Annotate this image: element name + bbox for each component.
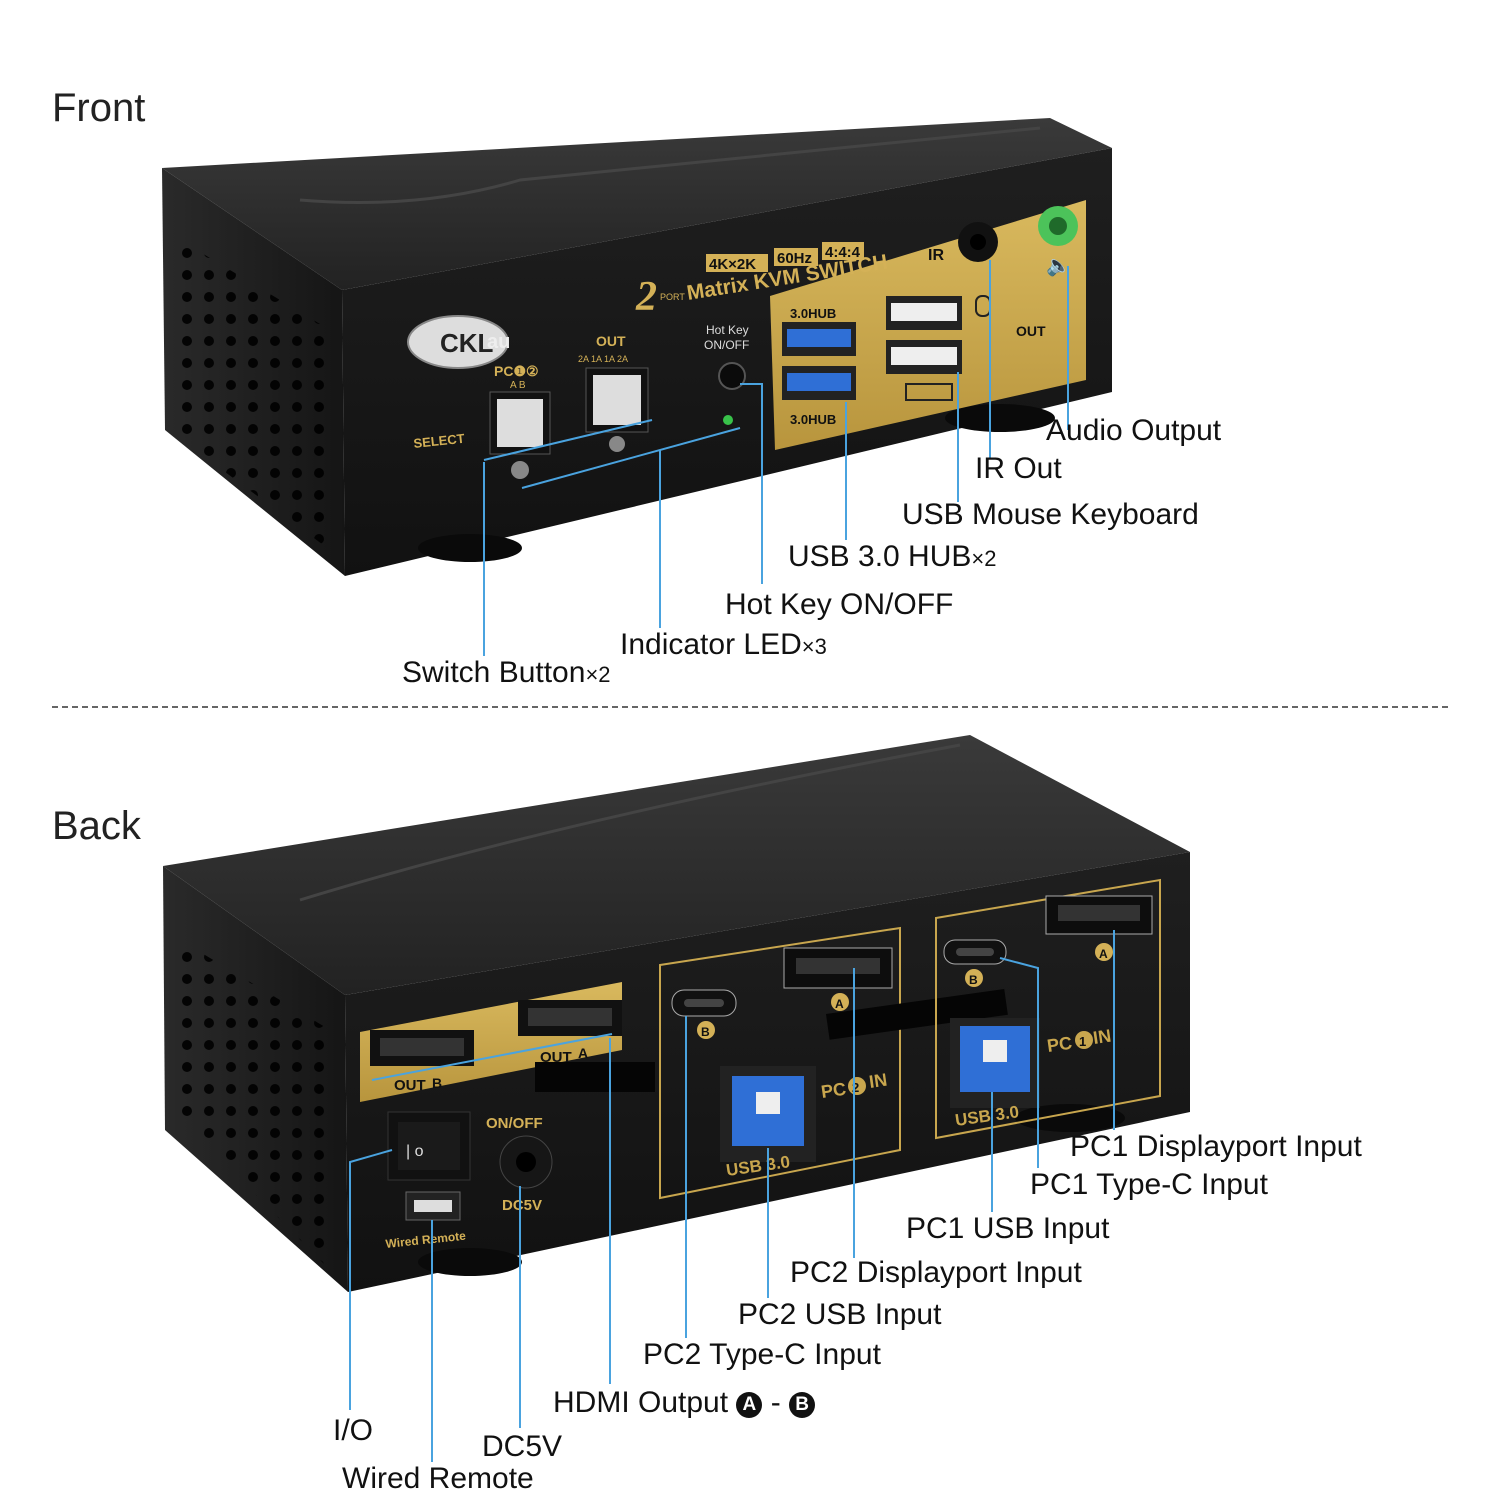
callout-audio-output: Audio Output <box>1046 414 1222 447</box>
badge-chroma: 4:4:4 <box>825 244 861 261</box>
svg-text:A: A <box>1099 947 1108 961</box>
svg-text:OUT: OUT <box>394 1077 426 1094</box>
led-pc <box>511 461 529 479</box>
callout-usb-hub: USB 3.0 HUB×2 <box>788 540 997 573</box>
svg-text:Hot Key: Hot Key <box>706 323 749 337</box>
svg-text:B: B <box>969 973 978 987</box>
callout-hdmi-output: HDMI Output A - B <box>553 1386 816 1420</box>
callout-ir-out: IR Out <box>975 452 1062 485</box>
svg-text:OUT: OUT <box>1016 323 1046 339</box>
callout-pc1-usb: PC1 USB Input <box>906 1212 1110 1245</box>
svg-text:A B: A B <box>510 380 526 391</box>
callout-pc2-usb: PC2 USB Input <box>738 1298 942 1331</box>
back-device: OUT B OUT A | o ON/OFF DC5V Wired Remote… <box>163 735 1190 1292</box>
back-leader-lines <box>349 930 1115 1462</box>
led-out <box>609 436 625 452</box>
power-switch[interactable] <box>398 1122 460 1170</box>
badge-refresh: 60Hz <box>777 250 812 267</box>
pc-switch-button[interactable] <box>497 399 543 447</box>
usb-keyboard-port[interactable] <box>891 347 957 365</box>
svg-text:PORT: PORT <box>660 292 685 302</box>
callout-pc2-displayport: PC2 Displayport Input <box>790 1256 1082 1289</box>
svg-text:3.0HUB: 3.0HUB <box>790 412 836 427</box>
svg-text:CKL: CKL <box>440 328 494 358</box>
callout-dc5v: DC5V <box>482 1430 563 1463</box>
badge-resolution: 4K×2K <box>709 256 756 273</box>
out-switch-button[interactable] <box>593 375 641 425</box>
usb-mouse-port[interactable] <box>891 303 957 321</box>
callout-pc1-typec: PC1 Type-C Input <box>1030 1168 1268 1201</box>
svg-text:A: A <box>835 997 844 1011</box>
pc2-input-box <box>659 926 901 1200</box>
pc1-input-box <box>935 878 1161 1140</box>
svg-text:2A 1A 1A 2A: 2A 1A 1A 2A <box>578 354 628 364</box>
front-section-title: Front <box>52 86 146 130</box>
callout-wired-remote: Wired Remote <box>342 1462 534 1495</box>
svg-text:IN: IN <box>868 1070 889 1092</box>
usb-hub-port-2[interactable] <box>787 373 851 391</box>
front-top-panel <box>162 118 1112 290</box>
back-vent-grille <box>180 940 330 1270</box>
svg-text:2: 2 <box>635 274 657 320</box>
callout-indicator-led: Indicator LED×3 <box>620 628 827 661</box>
svg-text:PC: PC <box>820 1079 848 1102</box>
svg-text:1: 1 <box>1079 1034 1086 1049</box>
callout-usb-mouse-keyboard: USB Mouse Keyboard <box>902 498 1199 531</box>
svg-text:| o: | o <box>406 1143 424 1160</box>
svg-text:ON/OFF: ON/OFF <box>704 338 749 352</box>
section-divider <box>52 706 1448 708</box>
pc-select-label: PC❶② <box>494 363 539 379</box>
svg-text:DC5V: DC5V <box>502 1197 542 1214</box>
back-section-title: Back <box>52 804 141 848</box>
front-foot-right <box>945 404 1055 432</box>
hotkey-button[interactable] <box>718 362 746 390</box>
svg-text:2: 2 <box>852 1080 859 1095</box>
svg-text:IN: IN <box>1092 1026 1113 1048</box>
brand-logo: CKL au <box>407 315 510 369</box>
svg-text:IR: IR <box>928 247 944 264</box>
wired-remote-port[interactable] <box>414 1200 452 1212</box>
callout-io: I/O <box>333 1414 374 1447</box>
out-select-label: OUT <box>596 333 626 349</box>
led-hotkey <box>723 415 733 425</box>
front-device: CKL au 4K×2K 60Hz 4:4:4 2 PORT Matrix KV… <box>162 118 1112 576</box>
svg-text:B: B <box>432 1075 442 1091</box>
svg-text:A: A <box>578 1045 588 1061</box>
speaker-icon: 🔈 <box>1046 253 1071 277</box>
keyboard-icon <box>905 383 953 401</box>
svg-text:B: B <box>701 1025 710 1039</box>
svg-text:OUT: OUT <box>540 1049 572 1066</box>
front-leader-lines <box>483 260 1069 656</box>
svg-text:PC: PC <box>1046 1033 1074 1056</box>
select-label: SELECT <box>413 431 466 451</box>
svg-text:ON/OFF: ON/OFF <box>486 1115 543 1132</box>
front-vent-grille <box>180 240 330 550</box>
callout-hotkey: Hot Key ON/OFF <box>725 588 954 621</box>
usb-hub-port-1[interactable] <box>787 329 851 347</box>
svg-text:au: au <box>487 331 510 353</box>
back-top-panel <box>163 735 1190 995</box>
front-foot-left <box>418 534 522 562</box>
callout-pc1-displayport: PC1 Displayport Input <box>1070 1130 1362 1163</box>
svg-text:3.0HUB: 3.0HUB <box>790 306 836 321</box>
callout-pc2-typec: PC2 Type-C Input <box>643 1338 881 1371</box>
callout-switch-button: Switch Button×2 <box>402 656 611 689</box>
